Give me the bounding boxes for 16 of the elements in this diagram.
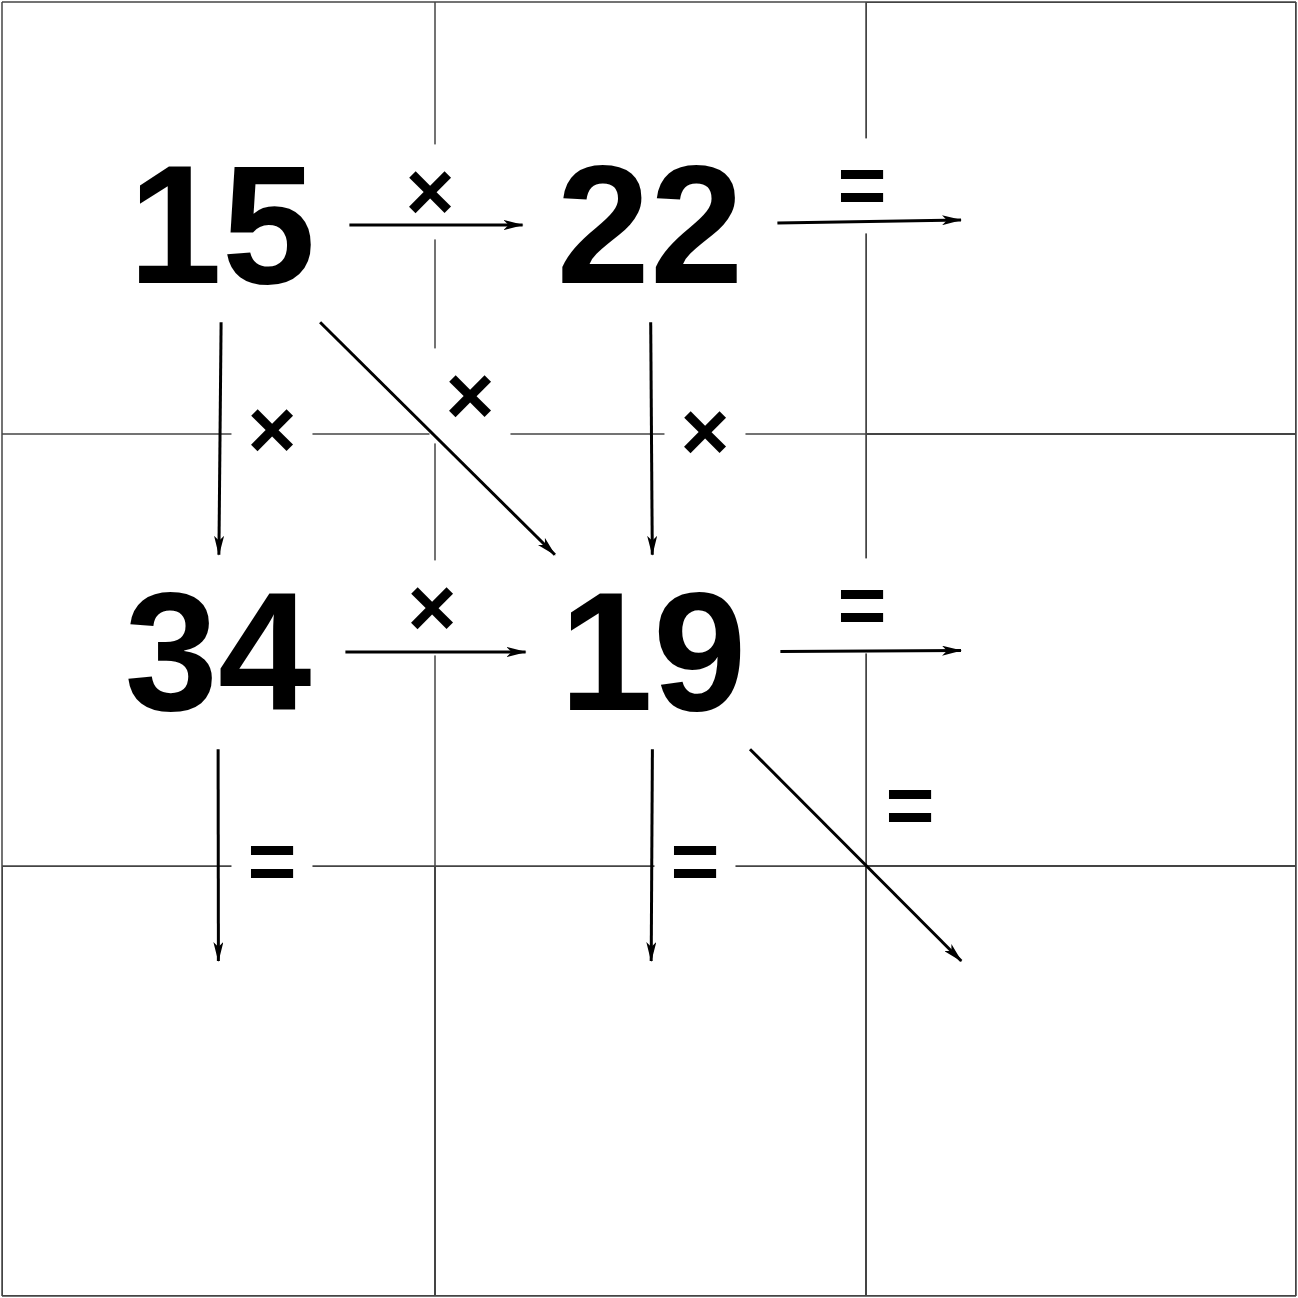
answer-cell — [866, 866, 1296, 1296]
arrow — [647, 322, 658, 556]
arrow — [748, 748, 963, 963]
operator-sign: × — [429, 348, 511, 444]
number: 22 — [552, 157, 748, 293]
arrow — [646, 749, 657, 962]
arrow — [777, 215, 962, 226]
number: 15 — [124, 157, 320, 293]
arrow — [780, 645, 962, 656]
number: 34 — [120, 584, 316, 720]
number: 19 — [555, 584, 751, 720]
arrow — [349, 220, 524, 230]
arrow — [345, 647, 527, 657]
arrow — [214, 322, 225, 556]
arrow — [213, 749, 224, 962]
arrow — [319, 321, 556, 556]
